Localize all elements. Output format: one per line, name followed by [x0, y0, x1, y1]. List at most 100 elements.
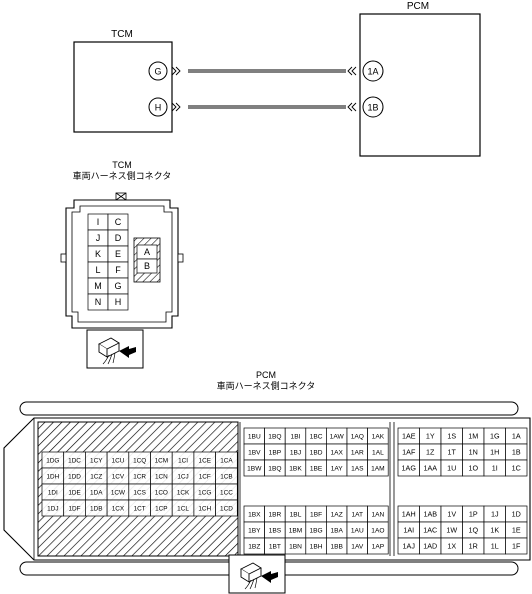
svg-text:1CK: 1CK — [177, 489, 190, 496]
pcm-cavity: 1AD — [419, 537, 442, 555]
svg-text:1AM: 1AM — [371, 465, 385, 472]
pcm-cavity: 1DH — [41, 467, 65, 485]
pcm-cavity: 1BQ — [264, 427, 286, 445]
pcm-cavity: 1BR — [264, 505, 286, 523]
tcm-cavity: I — [87, 213, 109, 231]
svg-text:B: B — [144, 261, 150, 271]
svg-text:1BY: 1BY — [248, 527, 261, 534]
pcm-cavity: 1CE — [193, 451, 216, 469]
svg-text:1AC: 1AC — [423, 526, 437, 535]
pcm-cavity: 1BZ — [243, 537, 265, 555]
svg-text:1BC: 1BC — [310, 433, 323, 440]
svg-text:1E: 1E — [512, 526, 521, 535]
svg-text:1AF: 1AF — [402, 448, 416, 457]
svg-text:1CD: 1CD — [220, 505, 233, 512]
tcm-cavity: N — [87, 293, 109, 311]
svg-text:1CL: 1CL — [177, 505, 189, 512]
svg-text:1M: 1M — [468, 432, 478, 441]
svg-text:1CS: 1CS — [133, 489, 145, 496]
svg-text:1CH: 1CH — [198, 505, 211, 512]
pcm-cavity: 1R — [462, 537, 485, 555]
svg-text:1CI: 1CI — [178, 457, 188, 464]
pcm-cavity: 1CA — [215, 451, 238, 469]
svg-text:G: G — [154, 67, 161, 77]
svg-text:1I: 1I — [492, 464, 498, 473]
pcm-cavity: 1W — [440, 521, 463, 539]
svg-text:1CA: 1CA — [220, 457, 233, 464]
pcm-cavity: 1CH — [193, 499, 216, 517]
pcm-cavity: 1L — [483, 537, 506, 555]
pcm-cavity: 1CK — [171, 483, 195, 501]
tcm-box-label: TCM — [111, 29, 133, 40]
view-direction-icon — [228, 554, 286, 594]
tcm-connector-title: TCM — [112, 160, 132, 170]
svg-text:1BZ: 1BZ — [248, 543, 260, 550]
pcm-cavity: 1DD — [63, 467, 86, 485]
pcm-cavity: 1BN — [284, 537, 307, 555]
svg-text:1BW: 1BW — [247, 465, 262, 472]
pcm-cavity: 1K — [483, 521, 506, 539]
pcm-cavity: 1AQ — [346, 427, 368, 445]
svg-text:D: D — [115, 233, 122, 243]
svg-text:1BD: 1BD — [310, 449, 323, 456]
svg-text:1AB: 1AB — [423, 510, 437, 519]
svg-text:1AP: 1AP — [372, 543, 385, 550]
pcm-box — [359, 13, 481, 157]
pcm-cavity: 1CR — [128, 467, 151, 485]
pcm-cavity: 1AX — [326, 443, 348, 461]
pcm-cavity: 1BH — [305, 537, 327, 555]
pcm-cavity: 1C — [505, 459, 528, 477]
pcm-cavity: 1BI — [284, 427, 307, 445]
svg-text:1B: 1B — [512, 448, 521, 457]
svg-text:N: N — [95, 297, 102, 307]
svg-text:1BA: 1BA — [330, 527, 343, 534]
pcm-cavity: 1AP — [367, 537, 389, 555]
svg-text:1CN: 1CN — [155, 473, 168, 480]
svg-text:1F: 1F — [512, 542, 521, 551]
svg-text:1BE: 1BE — [310, 465, 323, 472]
svg-text:1AO: 1AO — [371, 527, 384, 534]
pcm-cavity: 1CO — [150, 483, 173, 501]
svg-text:H: H — [155, 103, 162, 113]
pcm-cavity: 1CB — [215, 467, 238, 485]
tcm-connector-subtitle: 車両ハーネス側コネクタ — [73, 170, 172, 181]
pcm-cavity: 1BX — [243, 505, 265, 523]
pcm-cavity: 1BY — [243, 521, 265, 539]
svg-text:1AQ: 1AQ — [351, 433, 364, 440]
svg-text:1BH: 1BH — [310, 543, 323, 550]
pcm-cavity: 1BF — [305, 505, 327, 523]
pcm-cavity: 1S — [440, 427, 463, 445]
pcm-cavity: 1AE — [397, 427, 420, 445]
pcm-cavity: 1CL — [171, 499, 195, 517]
pcm-cavity: 1V — [440, 505, 463, 523]
svg-text:1AT: 1AT — [351, 511, 363, 518]
pcm-cavity: 1BJ — [284, 443, 307, 461]
pcm-cavity: 1BG — [305, 521, 327, 539]
svg-text:1CF: 1CF — [199, 473, 211, 480]
tcm-cavity: J — [87, 229, 109, 247]
svg-text:1CM: 1CM — [155, 457, 169, 464]
pcm-cavity: 1N — [462, 443, 485, 461]
svg-text:1BQ: 1BQ — [268, 465, 281, 472]
svg-text:1CB: 1CB — [220, 473, 232, 480]
pcm-cavity: 1CZ — [85, 467, 108, 485]
pcm-cavity: 1DC — [63, 451, 86, 469]
svg-text:1CP: 1CP — [155, 505, 167, 512]
pcm-cavity: 1AZ — [326, 505, 348, 523]
pcm-cavity: 1BQ — [264, 459, 286, 477]
pcm-cavity: 1F — [505, 537, 528, 555]
tcm-pin-g: G — [148, 61, 168, 81]
pcm-cavity: 1BE — [305, 459, 327, 477]
svg-text:1K: 1K — [490, 526, 499, 535]
pcm-cavity: 1CQ — [128, 451, 151, 469]
pcm-cavity: 1CS — [128, 483, 151, 501]
svg-text:1AD: 1AD — [423, 542, 437, 551]
svg-text:1CV: 1CV — [112, 473, 125, 480]
svg-text:1S: 1S — [447, 432, 456, 441]
tcm-cavity: G — [107, 277, 129, 295]
svg-text:1DG: 1DG — [46, 457, 59, 464]
pcm-cavity: 1H — [483, 443, 506, 461]
pcm-cavity: 1AV — [346, 537, 368, 555]
pcm-connector-subtitle: 車両ハーネス側コネクタ — [217, 380, 316, 391]
tcm-cavity: L — [87, 261, 109, 279]
